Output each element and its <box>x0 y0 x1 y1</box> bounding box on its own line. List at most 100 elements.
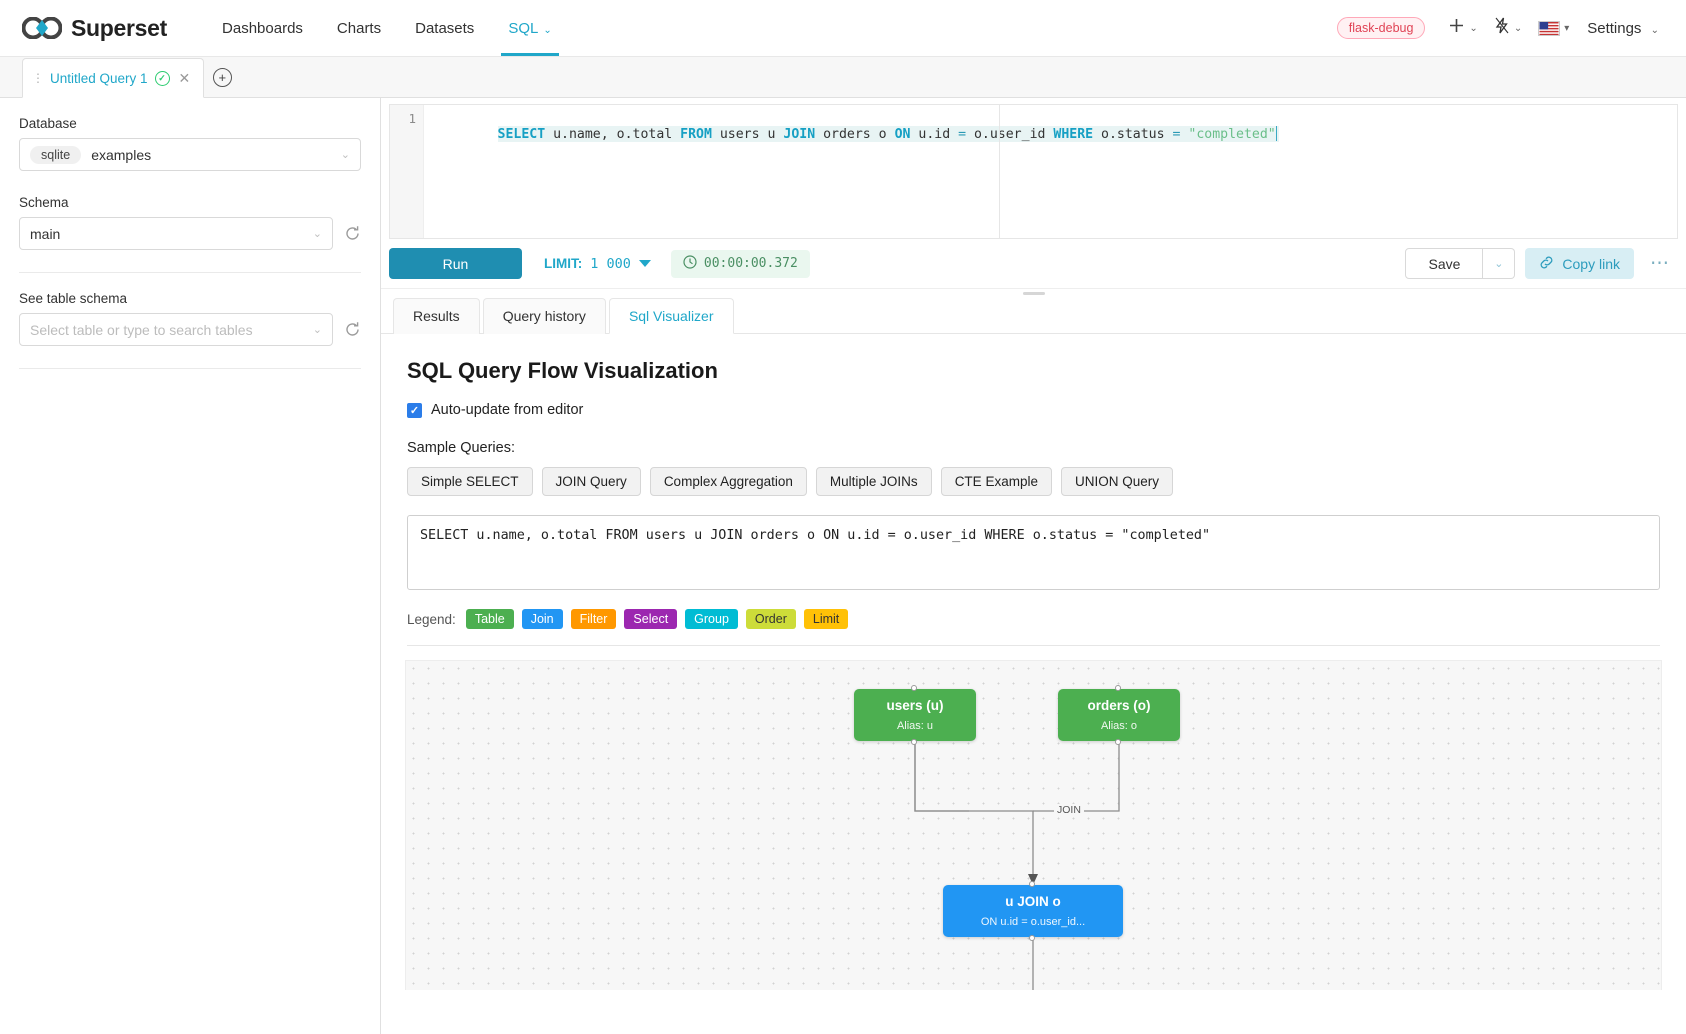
us-flag-icon <box>1538 20 1561 36</box>
panel-resize-handle[interactable] <box>381 289 1686 298</box>
limit-value: 1 000 <box>590 255 631 272</box>
node-subtitle: ON u.id = o.user_id... <box>980 915 1086 928</box>
query-timer: 00:00:00.372 <box>670 249 810 278</box>
brand-logo-link[interactable]: Superset <box>22 15 167 42</box>
limit-dropdown[interactable]: LIMIT: 1 000 <box>544 256 651 272</box>
sample-cte-example-button[interactable]: CTE Example <box>940 467 1052 496</box>
node-title: u JOIN o <box>1005 894 1061 910</box>
node-subtitle: Alias: u <box>896 719 934 732</box>
legend-chip-order: Order <box>745 609 796 629</box>
tab-results[interactable]: Results <box>393 298 480 334</box>
sql-editor[interactable]: 1 SELECT u.name, o.total FROM users u JO… <box>389 104 1678 239</box>
tab-query-history[interactable]: Query history <box>482 298 606 334</box>
add-query-tab-button[interactable]: + <box>204 57 240 97</box>
alerts-button[interactable]: ⌄ <box>1487 11 1529 45</box>
plus-circle-icon: + <box>212 67 232 87</box>
sample-complex-aggregation-button[interactable]: Complex Aggregation <box>649 467 807 496</box>
chevron-down-icon: ⌄ <box>312 324 322 336</box>
caret-down-icon <box>638 260 651 267</box>
schema-select[interactable]: main ⌄ <box>19 217 333 250</box>
timer-value: 00:00:00.372 <box>703 256 798 271</box>
editor-gutter: 1 <box>390 105 424 238</box>
new-item-button[interactable]: ⌄ <box>1441 11 1484 45</box>
nav-item-datasets[interactable]: Datasets <box>415 19 475 37</box>
text-cursor <box>1275 126 1278 141</box>
page-title: SQL Query Flow Visualization <box>407 358 718 383</box>
plus-icon <box>1448 17 1465 39</box>
sample-union-query-button[interactable]: UNION Query <box>1060 467 1173 496</box>
schema-label: Schema <box>19 195 69 210</box>
chevron-down-icon: ⌄ <box>1513 22 1523 34</box>
legend-chip-select: Select <box>624 609 678 629</box>
legend-chip-limit: Limit <box>803 609 849 629</box>
result-tab-bar: Results Query history Sql Visualizer <box>381 298 1686 334</box>
refresh-schema-icon[interactable] <box>344 225 361 242</box>
database-select[interactable]: sqlite examples ⌄ <box>19 138 361 171</box>
language-button[interactable]: ▾ <box>1531 15 1576 42</box>
limit-label: LIMIT: <box>544 256 583 271</box>
sql-editor-panel: 1 SELECT u.name, o.total FROM users u JO… <box>381 98 1686 1034</box>
nav-item-dashboards[interactable]: Dashboards <box>222 19 303 37</box>
legend-chip-table: Table <box>465 609 514 629</box>
flow-node-join[interactable]: u JOIN o ON u.id = o.user_id... <box>943 881 1123 941</box>
sample-simple-select-button[interactable]: Simple SELECT <box>407 467 533 496</box>
database-label: Database <box>19 116 77 131</box>
table-schema-label: See table schema <box>19 291 128 306</box>
sql-visualizer-panel: SQL Query Flow Visualization ✓ Auto-upda… <box>381 334 1686 1034</box>
edge-label-join: JOIN <box>1054 804 1084 816</box>
chevron-down-icon: ⌄ <box>312 228 322 240</box>
flow-node-orders[interactable]: orders (o) Alias: o <box>1058 685 1180 745</box>
chevron-down-icon: ⌄ <box>1494 258 1504 270</box>
flask-debug-badge: flask-debug <box>1336 17 1426 39</box>
left-sidebar: Database sqlite examples ⌄ Schema main ⌄… <box>0 98 381 1034</box>
superset-infinity-logo-icon <box>22 17 62 39</box>
caret-down-icon: ▾ <box>1564 22 1570 34</box>
sample-queries-label: Sample Queries: <box>407 440 515 456</box>
sidebar-divider-2 <box>19 368 361 369</box>
lightning-bolt-icon <box>1494 17 1510 39</box>
workspace: Database sqlite examples ⌄ Schema main ⌄… <box>0 98 1686 1034</box>
line-number: 1 <box>408 111 416 126</box>
tab-sql-visualizer[interactable]: Sql Visualizer <box>608 298 734 334</box>
drag-handle-icon[interactable]: ⋮ <box>32 71 44 85</box>
nav-item-charts[interactable]: Charts <box>336 19 382 37</box>
resize-grip-icon <box>1022 292 1045 295</box>
brand-title: Superset <box>71 14 168 41</box>
table-select[interactable]: Select table or type to search tables ⌄ <box>19 313 333 346</box>
editor-code-area[interactable]: SELECT u.name, o.total FROM users u JOIN… <box>424 105 1677 238</box>
auto-update-label: Auto-update from editor <box>431 402 584 418</box>
query-tab-label: Untitled Query 1 <box>50 70 148 86</box>
copy-link-button[interactable]: Copy link <box>1525 248 1634 279</box>
editor-toolbar: Run LIMIT: 1 000 00:00:00.372 Save ⌄ <box>381 239 1686 289</box>
query-tab-untitled-query-1[interactable]: ⋮ Untitled Query 1 ✓ ✕ <box>22 58 205 98</box>
refresh-tables-icon[interactable] <box>344 321 361 338</box>
sample-multiple-joins-button[interactable]: Multiple JOINs <box>815 467 932 496</box>
check-circle-icon: ✓ <box>154 70 170 86</box>
save-dropdown-button[interactable]: ⌄ <box>1483 248 1516 279</box>
link-icon <box>1539 255 1554 273</box>
auto-update-row: ✓ Auto-update from editor <box>407 402 1660 418</box>
close-icon[interactable]: ✕ <box>178 69 191 86</box>
sample-queries-row: Simple SELECT JOIN Query Complex Aggrega… <box>407 467 1660 496</box>
sample-join-query-button[interactable]: JOIN Query <box>541 467 641 496</box>
query-tab-bar: ⋮ Untitled Query 1 ✓ ✕ + <box>0 57 1686 98</box>
flow-diagram-canvas[interactable]: JOIN users (u) Alias: u orders (o) Alias… <box>405 660 1662 990</box>
flow-node-users[interactable]: users (u) Alias: u <box>854 685 976 745</box>
chevron-down-icon: ⌄ <box>543 24 552 36</box>
settings-menu[interactable]: Settings ⌄ <box>1587 19 1659 37</box>
nav-right-group: flask-debug ⌄ ⌄ <box>1336 11 1668 45</box>
visualizer-sql-input[interactable] <box>407 515 1660 590</box>
run-button[interactable]: Run <box>389 248 522 279</box>
auto-update-checkbox[interactable]: ✓ <box>407 402 422 418</box>
save-button[interactable]: Save <box>1405 248 1484 279</box>
schema-value: main <box>30 225 61 242</box>
nav-item-sql[interactable]: SQL⌄ <box>491 1 568 56</box>
node-port-bottom <box>1029 935 1035 941</box>
chevron-down-icon: ⌄ <box>340 149 350 161</box>
more-options-icon[interactable]: ⋯ <box>1650 253 1670 274</box>
database-engine-pill: sqlite <box>30 145 82 164</box>
copy-link-label: Copy link <box>1562 255 1620 272</box>
sql-code-line: SELECT u.name, o.total FROM users u JOIN… <box>497 126 1280 142</box>
node-title: users (u) <box>886 698 944 714</box>
editor-vertical-rule <box>999 105 1000 238</box>
